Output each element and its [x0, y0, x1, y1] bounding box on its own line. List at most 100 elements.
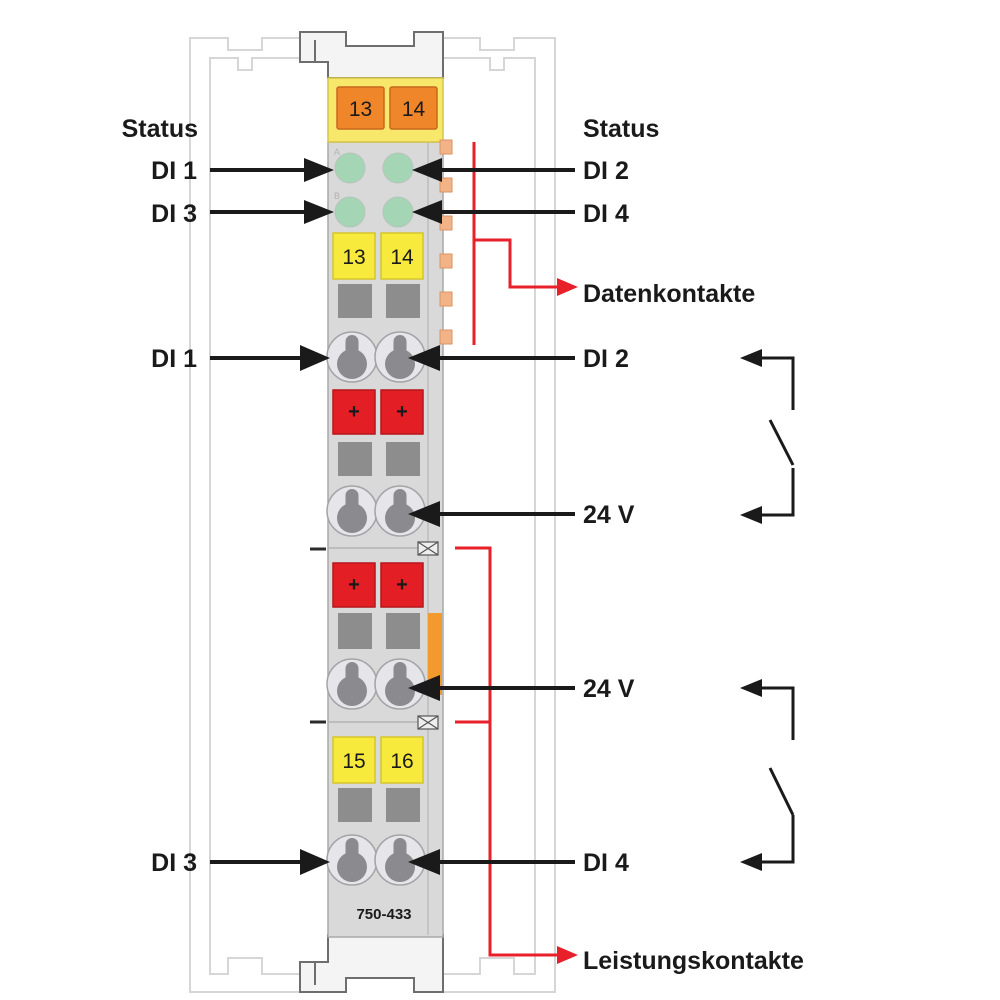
top-marker-14-label: 14: [402, 98, 426, 121]
connector-slot: [345, 662, 359, 690]
led-letter-a: A: [334, 147, 340, 157]
connector-opening: [337, 349, 367, 379]
plus-marker-label: +: [396, 574, 408, 596]
connector-opening: [385, 676, 415, 706]
connector-opening: [385, 852, 415, 882]
rail-bottom-left-inner: [209, 940, 300, 975]
arrowhead: [300, 345, 330, 371]
rail-bottom-left: [189, 940, 300, 993]
plus-marker: [380, 562, 424, 608]
label-di3-connector: DI 3: [151, 849, 197, 877]
release-button: [386, 613, 420, 649]
wire-connector-di4: [374, 834, 426, 886]
status-led-a: [334, 152, 366, 184]
wire-connector-di1: [326, 331, 378, 383]
data-contact-tab: [439, 139, 453, 155]
wire-connector-24v-2-right: [374, 658, 426, 710]
label-di3-led: DI 3: [151, 200, 197, 228]
marker-15: [332, 736, 376, 784]
release-button: [338, 284, 372, 318]
switch-symbol-1: [740, 349, 795, 524]
plus-marker: [332, 389, 376, 435]
connector-slot: [345, 335, 359, 363]
power-contacts-arrowhead: [557, 946, 578, 964]
plus-marker-label: +: [348, 574, 360, 596]
din-rail-outline: [189, 37, 556, 993]
connector-slot: [393, 335, 407, 363]
release-button: [338, 442, 372, 476]
switch-contact: [768, 419, 795, 466]
arrowhead: [408, 849, 440, 875]
arrowhead: [304, 158, 334, 182]
release-button: [386, 284, 420, 318]
label-di2-led: DI 2: [583, 157, 629, 185]
marker-16: [380, 736, 424, 784]
plus-marker-label: +: [348, 401, 360, 423]
plus-marker: [380, 389, 424, 435]
connector-slot: [393, 838, 407, 866]
status-led-b: [334, 196, 366, 228]
connector-slot: [345, 489, 359, 517]
connector-slot: [393, 662, 407, 690]
power-contact-strip: [428, 613, 442, 695]
label-di4-led: DI 4: [583, 200, 629, 228]
data-contacts-leader: [474, 238, 560, 289]
label-24v-connector: 24 V: [583, 501, 635, 529]
arrowhead: [408, 501, 440, 527]
rail-top-left-inner: [209, 57, 300, 80]
label-di4-connector: DI 4: [583, 849, 629, 877]
rail-top-right-inner: [443, 57, 536, 80]
top-marker-13-label: 13: [349, 98, 372, 121]
marker-15-label: 15: [342, 750, 365, 773]
wire-connector-24v-left: [326, 485, 378, 537]
arrowhead: [408, 675, 440, 701]
arrowhead: [412, 200, 442, 224]
arrowhead: [408, 345, 440, 371]
jumper-cross: [417, 715, 439, 730]
switch-wire-top: [760, 356, 795, 410]
release-button: [338, 788, 372, 822]
rail-top-right: [443, 37, 556, 80]
marker-14-label: 14: [390, 246, 414, 269]
top-marker-13: [336, 86, 385, 130]
arrowhead: [300, 849, 330, 875]
label-data-contacts: Datenkontakte: [583, 280, 755, 308]
plus-marker: [332, 562, 376, 608]
switch-wire-top: [760, 686, 795, 740]
arrowhead: [740, 506, 762, 524]
status-label-right: Status: [583, 115, 659, 143]
arrowhead: [740, 349, 762, 367]
label-di2-connector: DI 2: [583, 345, 629, 373]
release-button: [386, 442, 420, 476]
release-button: [386, 788, 420, 822]
arrowhead: [740, 679, 762, 697]
marker-16-label: 16: [390, 750, 413, 773]
connector-opening: [385, 349, 415, 379]
data-contacts-arrowhead: [557, 278, 578, 296]
wire-connector-24v-2-left: [326, 658, 378, 710]
connector-opening: [337, 676, 367, 706]
switch-contact: [768, 767, 795, 816]
connector-opening: [337, 503, 367, 533]
status-led-d: [382, 196, 414, 228]
release-button: [338, 613, 372, 649]
arrowhead: [740, 853, 762, 871]
power-jumper-mark: [417, 541, 439, 556]
switch-symbol-2: [740, 679, 795, 871]
jumper-cross: [417, 541, 439, 556]
data-contact-tab: [439, 329, 453, 345]
label-power-contacts: Leistungskontakte: [583, 947, 804, 975]
data-contact-tab: [439, 253, 453, 269]
switch-wire-bottom: [760, 815, 795, 864]
rail-top-left: [189, 37, 300, 80]
arrowhead: [304, 200, 334, 224]
rail-bottom-right: [443, 940, 556, 993]
connector-opening: [337, 852, 367, 882]
led-letter-b: B: [334, 191, 340, 201]
module-part-number: 750-433: [356, 906, 411, 923]
connector-slot: [345, 838, 359, 866]
module-top-latch: [299, 31, 444, 79]
connector-opening: [385, 503, 415, 533]
arrowhead: [412, 158, 442, 182]
